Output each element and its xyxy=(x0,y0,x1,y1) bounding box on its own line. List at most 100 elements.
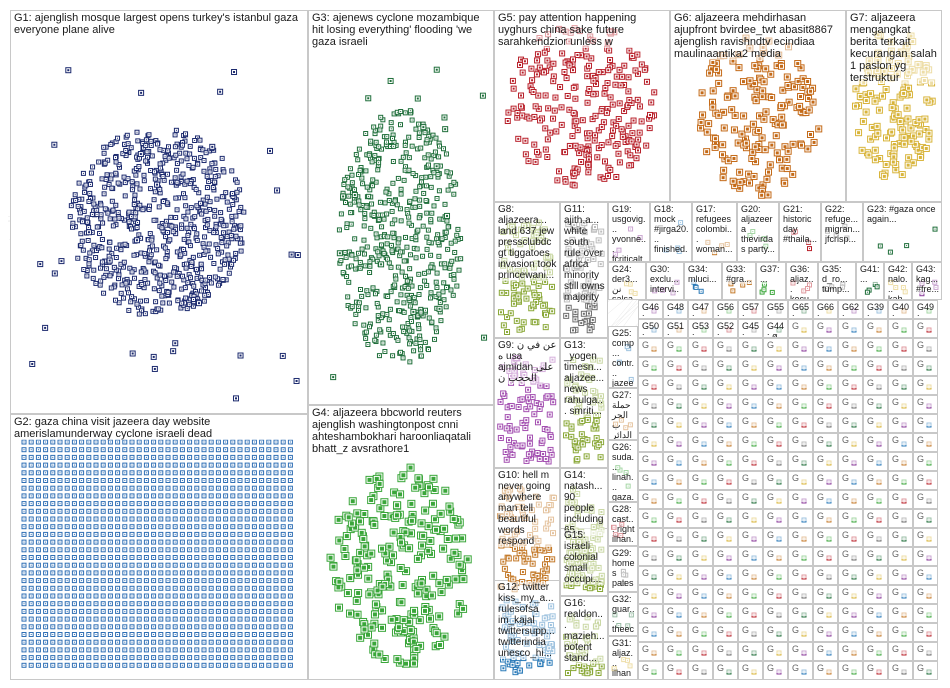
node-fill xyxy=(439,165,441,167)
node-fill xyxy=(418,132,420,134)
node-fill xyxy=(189,245,191,247)
node-fill xyxy=(227,254,229,256)
node-fill xyxy=(165,258,167,260)
small-group-label: G xyxy=(892,606,910,616)
node-fill xyxy=(346,276,348,278)
small-group-label: G xyxy=(767,587,785,597)
node-fill xyxy=(631,54,634,57)
node-fill xyxy=(82,221,84,223)
group-label: G6: aljazeera mehdirhasan ajupfront bvir… xyxy=(674,12,843,60)
node-fill xyxy=(123,176,125,178)
node-fill xyxy=(165,159,167,161)
small-group-label: G xyxy=(917,340,935,350)
node-fill xyxy=(418,273,420,275)
node-fill xyxy=(200,157,202,159)
node-fill xyxy=(438,297,440,299)
node-fill xyxy=(359,169,361,171)
node-fill xyxy=(53,143,56,146)
small-group-label: G xyxy=(817,568,835,578)
node-fill xyxy=(786,84,790,88)
node-fill xyxy=(890,130,894,134)
node-fill xyxy=(370,157,372,159)
group-label: G12: twitter kiss_my_a... rulesofsa im_k… xyxy=(498,582,557,659)
small-group-label: G xyxy=(642,587,660,597)
node-fill xyxy=(398,492,403,497)
node-fill xyxy=(780,166,784,170)
node-fill xyxy=(85,184,87,186)
node-fill xyxy=(159,163,161,165)
node-fill xyxy=(917,118,921,122)
node-fill xyxy=(150,170,152,172)
node-fill xyxy=(753,82,757,86)
node-fill xyxy=(120,292,122,294)
node-fill xyxy=(431,321,433,323)
group-label: G23: #gaza once again... xyxy=(867,204,939,224)
node-fill xyxy=(351,306,353,308)
node-fill xyxy=(96,209,98,211)
node-fill xyxy=(199,254,201,256)
node-fill xyxy=(353,201,355,203)
node-fill xyxy=(396,301,398,303)
node-fill xyxy=(381,214,383,216)
node-fill xyxy=(400,351,402,353)
node-fill xyxy=(419,287,421,289)
node-fill xyxy=(354,558,359,563)
small-group-label: G xyxy=(842,549,860,559)
small-group-label: G xyxy=(742,663,760,673)
node-fill xyxy=(420,147,422,149)
node-fill xyxy=(346,227,348,229)
node-fill xyxy=(544,127,547,130)
small-group-label: G xyxy=(642,359,660,369)
node-fill xyxy=(189,145,191,147)
group-label: G4: aljazeera bbcworld reuters ajenglish… xyxy=(312,407,491,455)
small-group-label: G xyxy=(692,663,710,673)
node-fill xyxy=(184,197,186,199)
node-fill xyxy=(520,58,523,61)
node-fill xyxy=(148,209,150,211)
node-fill xyxy=(361,248,363,250)
small-group-label: G xyxy=(792,663,810,673)
node-fill xyxy=(450,242,452,244)
node-fill xyxy=(760,136,764,140)
group-box-g31: G31: aljaz... ilhan xyxy=(608,636,638,680)
node-fill xyxy=(446,220,448,222)
node-fill xyxy=(417,229,419,231)
node-fill xyxy=(186,180,188,182)
node-fill xyxy=(353,189,355,191)
node-fill xyxy=(187,211,189,213)
node-fill xyxy=(700,91,704,95)
node-fill xyxy=(854,104,858,108)
node-fill xyxy=(110,287,112,289)
small-group-label: G xyxy=(642,473,660,483)
node-fill xyxy=(69,216,71,218)
node-fill xyxy=(392,333,394,335)
node-fill xyxy=(139,300,141,302)
node-fill xyxy=(378,158,380,160)
small-group-label: G xyxy=(917,397,935,407)
node-fill xyxy=(197,302,200,305)
small-group-label: G xyxy=(842,435,860,445)
node-fill xyxy=(783,145,787,149)
node-fill xyxy=(424,594,429,599)
node-fill xyxy=(426,524,431,529)
node-fill xyxy=(750,157,754,161)
node-fill xyxy=(366,186,368,188)
node-fill xyxy=(403,331,405,333)
small-group-label: G xyxy=(842,587,860,597)
node-fill xyxy=(458,269,460,271)
node-fill xyxy=(72,222,74,224)
node-fill xyxy=(214,215,216,217)
node-fill xyxy=(545,47,548,50)
node-fill xyxy=(427,164,429,166)
small-group-label: G xyxy=(817,492,835,502)
node-fill xyxy=(808,132,812,136)
node-fill xyxy=(378,255,380,257)
node-fill xyxy=(799,143,803,147)
node-fill xyxy=(346,515,351,520)
node-fill xyxy=(445,306,447,308)
small-group-label: G xyxy=(767,663,785,673)
node-fill xyxy=(226,236,228,238)
node-fill xyxy=(369,265,371,267)
node-fill xyxy=(396,625,401,630)
